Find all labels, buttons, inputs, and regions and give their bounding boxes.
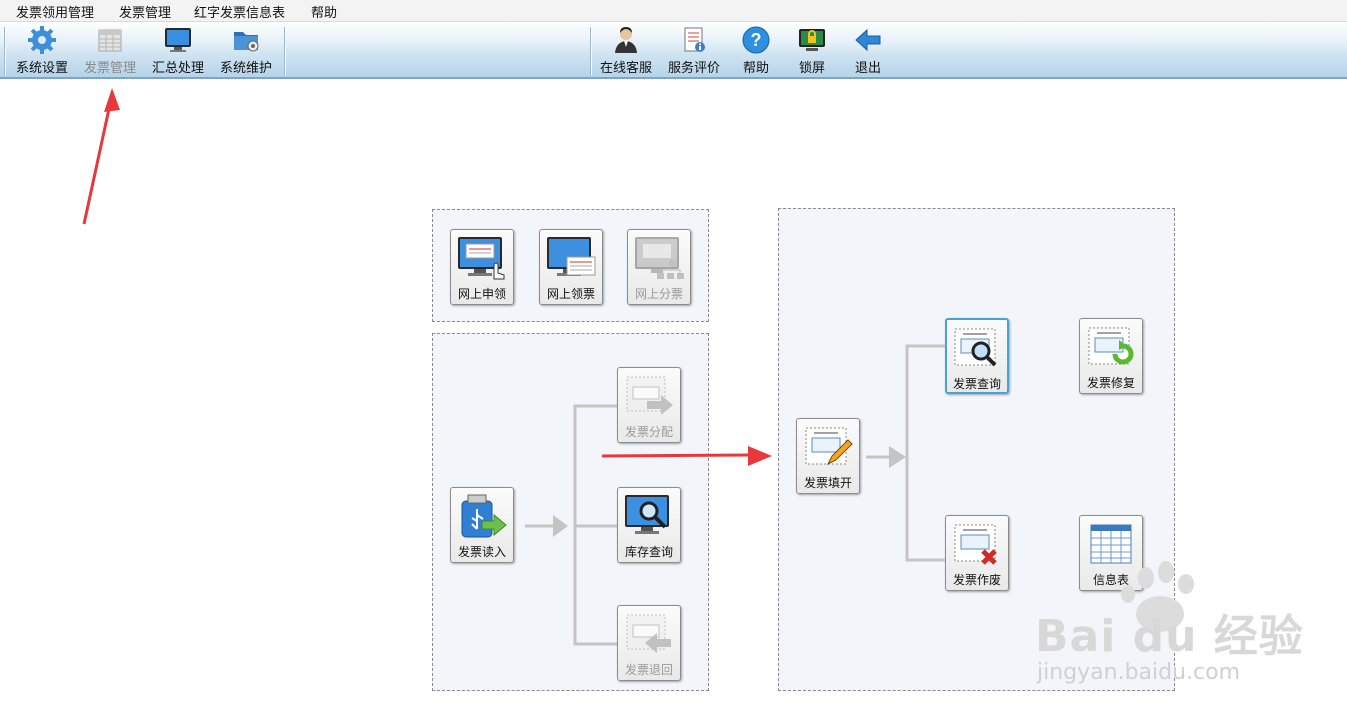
invoice-fill-tile[interactable]: 发票填开 bbox=[796, 418, 860, 494]
invoice-management-label: 发票管理 bbox=[83, 61, 136, 76]
system-settings-button[interactable]: 系统设置 bbox=[12, 25, 72, 77]
invoice-arrow-left-icon bbox=[626, 614, 671, 653]
system-maintenance-button[interactable]: 系统维护 bbox=[216, 25, 276, 77]
invoice-management-button[interactable]: 发票管理 bbox=[80, 25, 140, 77]
menu-red-invoice-info[interactable]: 红字发票信息表 bbox=[194, 6, 286, 21]
inventory-query-label: 库存查询 bbox=[624, 545, 673, 559]
table-grid-icon bbox=[1090, 524, 1132, 564]
lock-screen-icon bbox=[799, 29, 825, 51]
monitor-network-icon bbox=[635, 237, 684, 279]
system-maintenance-label: 系统维护 bbox=[219, 61, 272, 76]
svg-text:?: ? bbox=[751, 30, 762, 50]
summary-processing-label: 汇总处理 bbox=[151, 61, 204, 76]
lock-screen-button[interactable]: 锁屏 bbox=[790, 25, 834, 77]
invoice-distribute-tile[interactable]: 发票分配 bbox=[617, 367, 681, 443]
menu-bar: 发票领用管理 发票管理 红字发票信息表 帮助 bbox=[0, 0, 1347, 22]
online-receive-label: 网上领票 bbox=[546, 287, 595, 301]
folder-gear-icon bbox=[234, 32, 259, 52]
invoice-repair-tile[interactable]: 发票修复 bbox=[1079, 318, 1143, 394]
summary-processing-button[interactable]: 汇总处理 bbox=[148, 25, 208, 77]
online-distribute-tile[interactable]: 网上分票 bbox=[627, 229, 691, 305]
invoice-delete-icon bbox=[954, 524, 997, 565]
menu-help[interactable]: 帮助 bbox=[311, 6, 338, 21]
service-rating-button[interactable]: 服务评价 bbox=[664, 25, 724, 77]
usb-read-icon bbox=[461, 494, 507, 538]
invoice-query-tile[interactable]: 发票查询 bbox=[945, 318, 1009, 394]
invoice-repair-label: 发票修复 bbox=[1086, 376, 1135, 390]
info-table-label: 信息表 bbox=[1092, 573, 1129, 587]
online-support-label: 在线客服 bbox=[599, 61, 652, 76]
invoice-read-label: 发票读入 bbox=[457, 545, 506, 559]
invoice-query-label: 发票查询 bbox=[952, 377, 1001, 391]
toolbar-separator bbox=[284, 27, 286, 75]
invoice-magnifier-icon bbox=[954, 328, 997, 367]
toolbar-separator bbox=[4, 27, 6, 75]
invoice-arrow-right-icon bbox=[626, 376, 673, 415]
help-icon: ? bbox=[742, 26, 770, 54]
invoice-refresh-icon bbox=[1088, 327, 1134, 365]
monitor-magnifier-icon bbox=[625, 495, 669, 534]
monitor-icon bbox=[165, 28, 191, 52]
exit-arrow-icon bbox=[855, 28, 881, 52]
person-icon bbox=[615, 27, 637, 53]
invoice-grid-icon bbox=[98, 29, 122, 52]
online-support-button[interactable]: 在线客服 bbox=[596, 25, 656, 77]
invoice-return-label: 发票退回 bbox=[624, 663, 673, 677]
invoice-return-tile[interactable]: 发票退回 bbox=[617, 605, 681, 681]
online-apply-label: 网上申领 bbox=[457, 287, 506, 301]
monitor-hand-icon bbox=[458, 237, 505, 280]
invoice-read-tile[interactable]: 发票读入 bbox=[450, 487, 514, 563]
system-settings-label: 系统设置 bbox=[15, 61, 68, 76]
exit-label: 退出 bbox=[854, 61, 881, 76]
invoice-distribute-label: 发票分配 bbox=[624, 425, 673, 439]
menu-invoice-receive[interactable]: 发票领用管理 bbox=[16, 6, 95, 21]
online-receive-tile[interactable]: 网上领票 bbox=[539, 229, 603, 305]
service-rating-label: 服务评价 bbox=[667, 61, 720, 76]
invoice-void-tile[interactable]: 发票作废 bbox=[945, 515, 1009, 591]
info-table-tile[interactable]: 信息表 bbox=[1079, 515, 1143, 591]
online-distribute-label: 网上分票 bbox=[634, 287, 683, 301]
gear-icon bbox=[28, 26, 56, 54]
inventory-query-tile[interactable]: 库存查询 bbox=[617, 487, 681, 563]
menu-invoice-management[interactable]: 发票管理 bbox=[119, 6, 172, 21]
invoice-pencil-icon bbox=[805, 427, 853, 466]
invoice-fill-label: 发票填开 bbox=[803, 476, 852, 490]
toolbar-separator bbox=[590, 27, 592, 75]
help-label: 帮助 bbox=[742, 61, 769, 76]
toolbar: 系统设置 发票管理 汇总处理 bbox=[0, 22, 1347, 79]
lock-screen-label: 锁屏 bbox=[798, 61, 825, 76]
annotation-arrow-up bbox=[82, 88, 120, 225]
online-apply-tile[interactable]: 网上申领 bbox=[450, 229, 514, 305]
exit-button[interactable]: 退出 bbox=[846, 25, 890, 77]
invoice-void-label: 发票作废 bbox=[952, 573, 1001, 587]
monitor-invoice-icon bbox=[547, 237, 596, 276]
help-button[interactable]: ? 帮助 bbox=[732, 25, 780, 77]
document-icon bbox=[684, 27, 705, 52]
